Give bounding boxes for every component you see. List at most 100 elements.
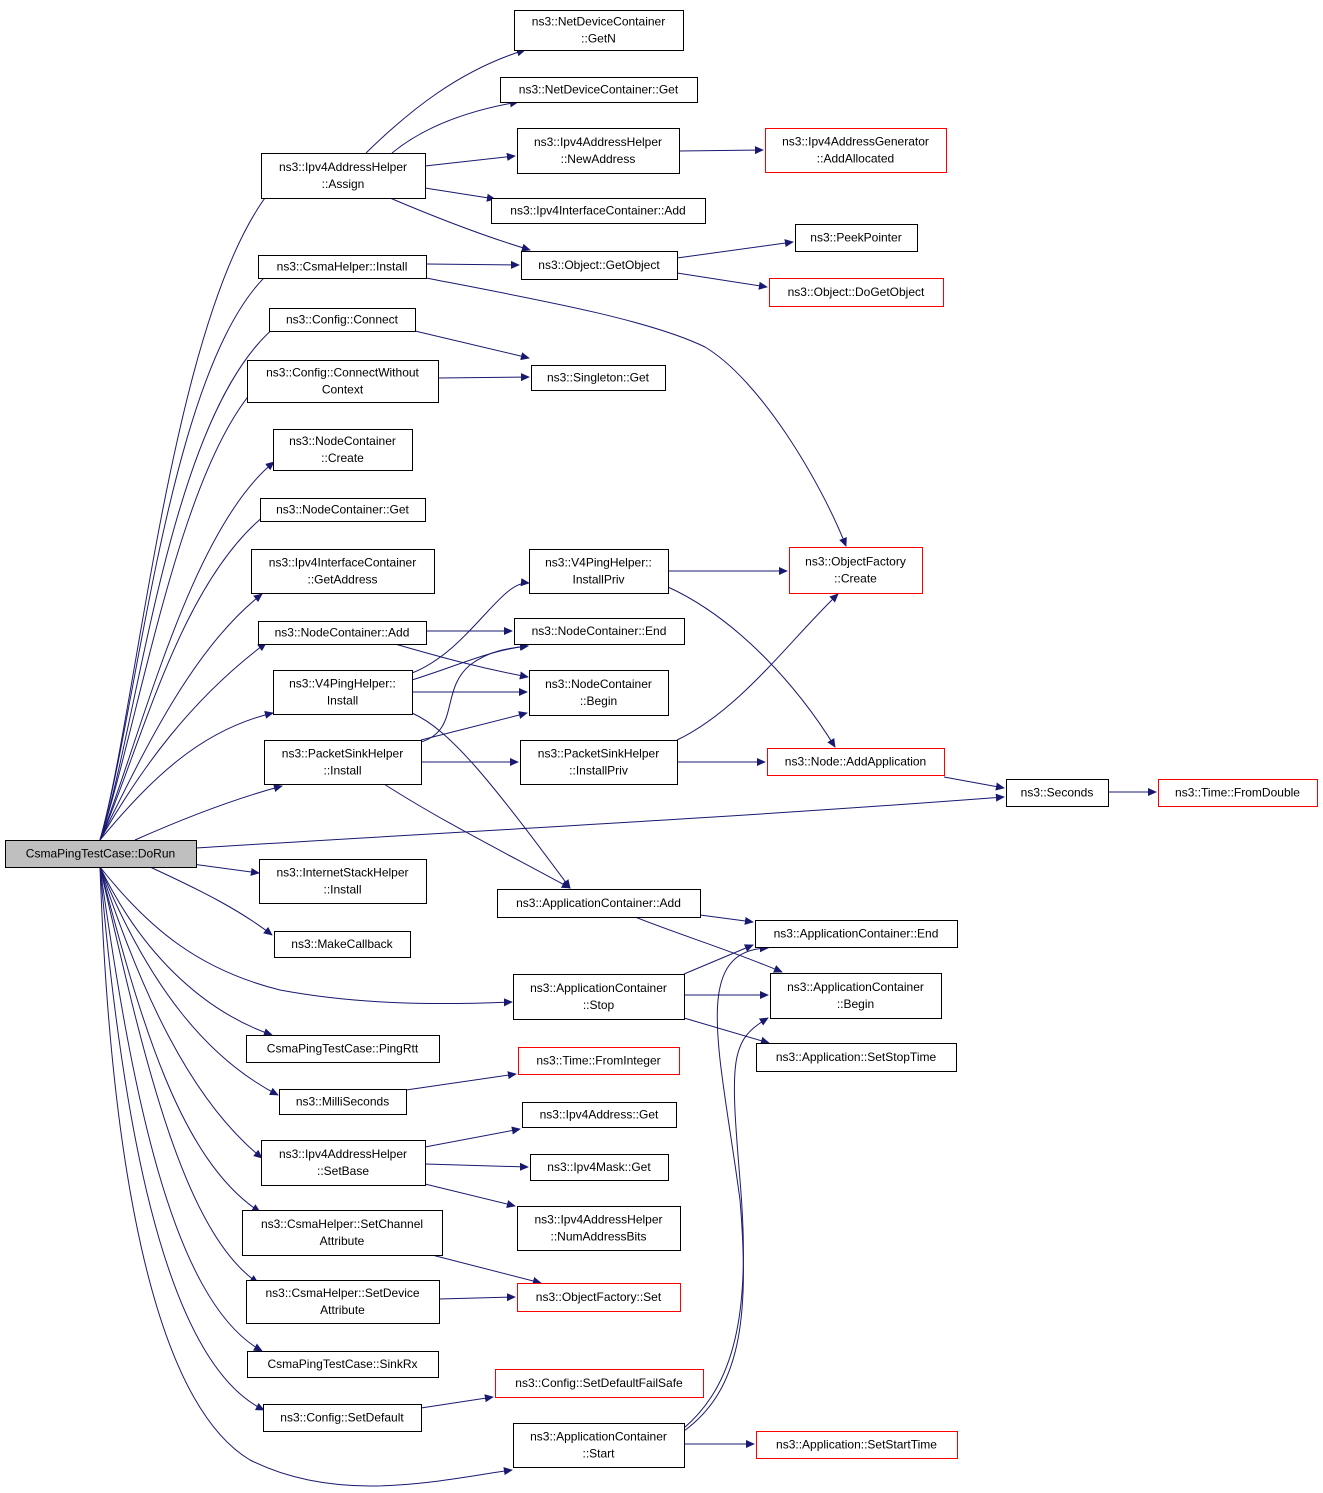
node-n33[interactable]: ns3::Ipv4Address::Get — [522, 1102, 677, 1128]
edge-n0-n18 — [99, 866, 263, 1352]
node-n32[interactable]: ns3::Time::FromInteger — [518, 1047, 680, 1075]
node-n36[interactable]: ns3::ObjectFactory::Set — [517, 1283, 681, 1312]
edge-n15-n33 — [424, 1126, 521, 1148]
node-n39[interactable]: ns3::Ipv4AddressGenerator::AddAllocated — [765, 128, 947, 173]
node-n45[interactable]: ns3::Time::FromDouble — [1158, 779, 1318, 807]
node-label: ::Start — [582, 1447, 615, 1461]
node-box — [531, 365, 666, 391]
node-box — [517, 128, 680, 174]
node-label: ns3::Ipv4AddressHelper — [534, 1213, 662, 1227]
node-n9[interactable]: ns3::V4PingHelper::Install — [273, 670, 413, 715]
node-n44[interactable]: ns3::Seconds — [1006, 779, 1109, 807]
node-n26[interactable]: ns3::V4PingHelper::InstallPriv — [529, 549, 669, 594]
edge-n1-n20 — [365, 48, 526, 154]
node-n10[interactable]: ns3::PacketSinkHelper::Install — [264, 740, 422, 785]
node-n35[interactable]: ns3::Ipv4AddressHelper::NumAddressBits — [517, 1206, 681, 1251]
node-label: InstallPriv — [572, 573, 624, 587]
node-n49[interactable]: ns3::Application::SetStartTime — [756, 1431, 958, 1459]
edge-n31-n48 — [683, 1017, 770, 1045]
node-n31[interactable]: ns3::ApplicationContainer::Stop — [513, 974, 685, 1020]
node-n7[interactable]: ns3::Ipv4InterfaceContainer::GetAddress — [251, 549, 435, 594]
node-n3[interactable]: ns3::Config::Connect — [269, 308, 416, 332]
node-label: ns3::NodeContainer::Get — [276, 503, 409, 517]
edge-n1-n23 — [424, 187, 496, 202]
node-n18[interactable]: CsmaPingTestCase::SinkRx — [247, 1351, 439, 1378]
node-n47[interactable]: ns3::ApplicationContainer::Begin — [770, 973, 942, 1019]
node-n42[interactable]: ns3::ObjectFactory::Create — [789, 547, 923, 594]
node-n23[interactable]: ns3::Ipv4InterfaceContainer::Add — [491, 198, 706, 224]
node-label: ns3::NodeContainer::Add — [275, 626, 410, 640]
node-n13[interactable]: CsmaPingTestCase::PingRtt — [246, 1035, 440, 1063]
node-label: ns3::InternetStackHelper — [276, 866, 408, 880]
edge-n30-n47 — [634, 916, 783, 973]
node-n11[interactable]: ns3::InternetStackHelper::Install — [259, 859, 427, 904]
node-n5[interactable]: ns3::NodeContainer::Create — [273, 429, 413, 471]
node-label: ::Create — [321, 451, 364, 465]
node-n6[interactable]: ns3::NodeContainer::Get — [260, 498, 426, 522]
node-n34[interactable]: ns3::Ipv4Mask::Get — [530, 1154, 669, 1181]
node-n2[interactable]: ns3::CsmaHelper::Install — [258, 255, 427, 279]
node-n22[interactable]: ns3::Ipv4AddressHelper::NewAddress — [517, 128, 680, 174]
node-n8[interactable]: ns3::NodeContainer::Add — [258, 621, 427, 645]
node-n21[interactable]: ns3::NetDeviceContainer::Get — [500, 77, 698, 103]
node-n38[interactable]: ns3::ApplicationContainer::Start — [513, 1423, 685, 1468]
node-box — [518, 1047, 680, 1075]
edge-n3-n25 — [414, 330, 530, 361]
edge-n19-n37 — [420, 1394, 494, 1409]
edge-n1-n24 — [389, 197, 531, 252]
node-n15[interactable]: ns3::Ipv4AddressHelper::SetBase — [261, 1140, 426, 1186]
edge-n38-n47 — [683, 1017, 769, 1429]
node-n12[interactable]: ns3::MakeCallback — [274, 931, 411, 958]
node-n46[interactable]: ns3::ApplicationContainer::End — [755, 920, 958, 948]
node-label: ns3::ApplicationContainer::End — [774, 927, 939, 941]
node-n48[interactable]: ns3::Application::SetStopTime — [756, 1043, 957, 1072]
node-n1[interactable]: ns3::Ipv4AddressHelper::Assign — [261, 153, 426, 199]
node-label: ns3::Ipv4AddressHelper — [279, 160, 407, 174]
node-label: ::GetN — [581, 32, 616, 46]
node-label: Context — [322, 383, 364, 397]
node-label: ::SetBase — [317, 1164, 369, 1178]
node-label: ns3::Ipv4AddressHelper — [534, 135, 662, 149]
node-label: ns3::NetDeviceContainer::Get — [519, 83, 679, 97]
edge-n0-n38 — [99, 866, 513, 1487]
edge-n0-n19 — [99, 866, 265, 1411]
node-n37[interactable]: ns3::Config::SetDefaultFailSafe — [495, 1369, 704, 1398]
node-n0[interactable]: CsmaPingTestCase::DoRun — [5, 840, 197, 868]
node-n43[interactable]: ns3::Node::AddApplication — [767, 748, 945, 776]
node-box — [756, 1431, 958, 1459]
node-n14[interactable]: ns3::MilliSeconds — [279, 1089, 407, 1115]
node-n19[interactable]: ns3::Config::SetDefault — [263, 1404, 422, 1432]
edge-n0-n44 — [195, 793, 1005, 849]
node-label: ns3::Application::SetStartTime — [776, 1438, 937, 1452]
node-n20[interactable]: ns3::NetDeviceContainer::GetN — [514, 10, 684, 51]
node-n40[interactable]: ns3::PeekPointer — [795, 224, 918, 252]
edge-n9-n27 — [411, 642, 529, 681]
edge-n0-n1 — [99, 171, 289, 841]
node-box — [5, 840, 197, 868]
edge-n15-n34 — [424, 1162, 529, 1171]
node-n30[interactable]: ns3::ApplicationContainer::Add — [497, 889, 701, 918]
node-n29[interactable]: ns3::PacketSinkHelper::InstallPriv — [520, 740, 678, 785]
node-box — [260, 498, 426, 522]
edge-n9-n30 — [411, 712, 571, 889]
edge-n0-n14 — [99, 866, 279, 1096]
node-box — [247, 1351, 439, 1378]
node-box — [246, 1280, 440, 1324]
node-label: ns3::NodeContainer — [545, 677, 652, 691]
node-label: Install — [327, 694, 358, 708]
node-label: ns3::ApplicationContainer — [530, 981, 667, 995]
node-n41[interactable]: ns3::Object::DoGetObject — [769, 278, 944, 307]
node-n25[interactable]: ns3::Singleton::Get — [531, 365, 666, 391]
node-box — [261, 1140, 426, 1186]
node-label: ns3::Application::SetStopTime — [776, 1050, 937, 1064]
node-box — [765, 128, 947, 173]
node-n28[interactable]: ns3::NodeContainer::Begin — [529, 670, 669, 716]
node-n24[interactable]: ns3::Object::GetObject — [521, 251, 678, 280]
edge-n0-n11 — [191, 863, 260, 876]
node-n27[interactable]: ns3::NodeContainer::End — [514, 618, 685, 645]
node-box — [1158, 779, 1318, 807]
node-label: ::Begin — [837, 997, 874, 1011]
